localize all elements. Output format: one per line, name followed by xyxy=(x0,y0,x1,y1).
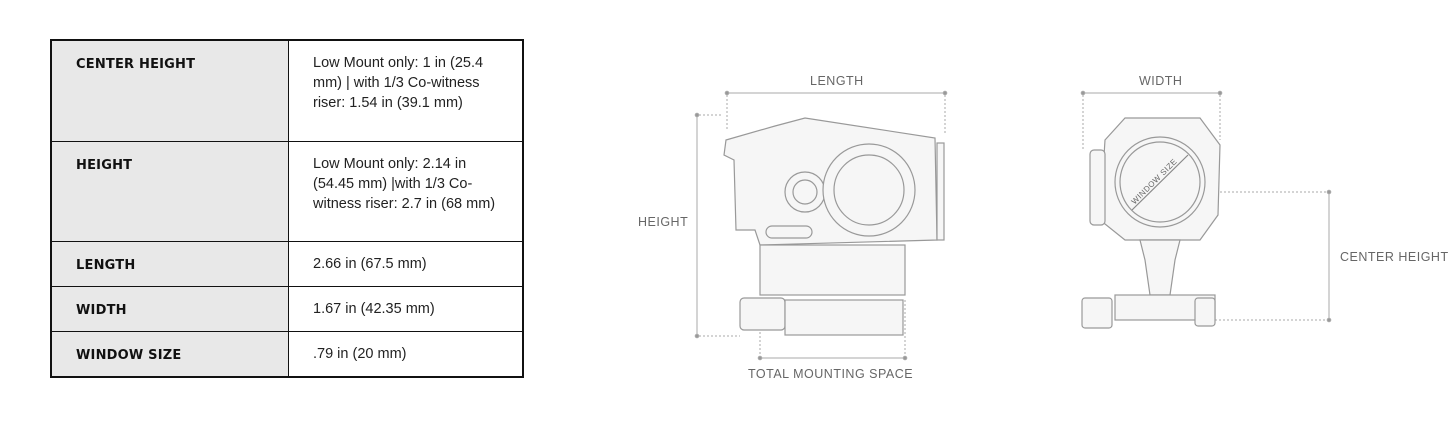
center-height-label: CENTER HEIGHT xyxy=(1340,250,1449,264)
spec-label: HEIGHT xyxy=(50,140,289,242)
spec-label: LENGTH xyxy=(50,240,289,287)
length-label: LENGTH xyxy=(810,74,864,88)
spec-label: WINDOW SIZE xyxy=(50,330,289,377)
width-label: WIDTH xyxy=(1139,74,1183,88)
spec-value: Low Mount only: 2.14 in (54.45 mm) |with… xyxy=(288,140,524,242)
optic-front-view xyxy=(1081,117,1221,329)
spec-value: 1.67 in (42.35 mm) xyxy=(288,285,524,332)
optic-side-view xyxy=(723,117,945,336)
spec-value: 2.66 in (67.5 mm) xyxy=(288,240,524,287)
spec-value: .79 in (20 mm) xyxy=(288,330,524,377)
table-row: WINDOW SIZE.79 in (20 mm) xyxy=(50,330,524,377)
height-label: HEIGHT xyxy=(638,215,689,229)
spec-label: WIDTH xyxy=(50,285,289,332)
dimension-lines-front xyxy=(1080,90,1332,323)
total-mounting-space-label: TOTAL MOUNTING SPACE xyxy=(748,367,914,381)
